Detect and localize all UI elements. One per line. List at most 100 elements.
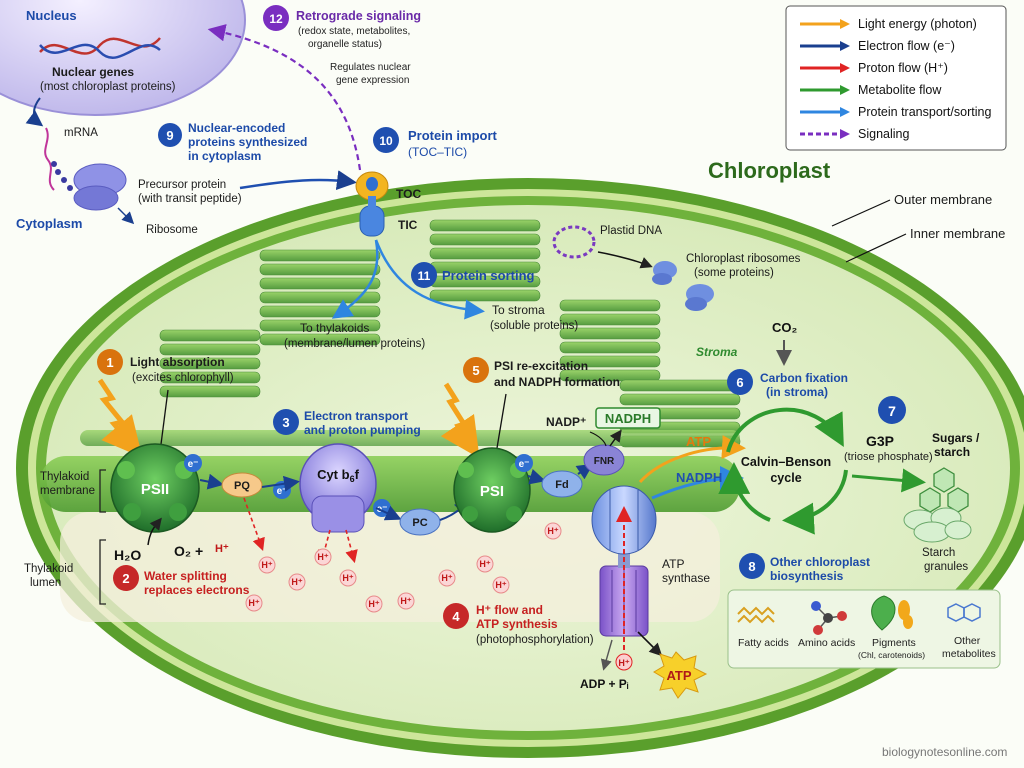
outer-membrane-label: Outer membrane [894,192,992,207]
amino-acid-icon [811,601,847,635]
step-3-title: Electron transport [304,409,408,423]
step-3-badge [273,409,299,435]
other-metabolites-icon [947,603,981,622]
mrna-label: mRNA [64,127,98,139]
mrna-strand [44,127,55,191]
sugar-hexagon-icon [919,467,969,513]
legend-item: Proton flow (H⁺) [800,61,948,75]
step-10-badge [373,127,399,153]
pc-label: PC [412,517,427,529]
h2o-label: H₂O [114,547,141,563]
legend-item-label: Protein transport/sorting [858,105,991,119]
proton: H⁺ [476,555,494,573]
svg-text:H⁺: H⁺ [547,526,558,536]
step-2-title: Water splitting [144,569,227,583]
legend-item: Light energy (photon) [800,17,977,31]
svg-text:H⁺: H⁺ [368,599,379,609]
atp-burst-icon [653,651,708,699]
precursor-to-toc-arrow [239,170,357,191]
plastid-dna-group: Plastid DNA Chloroplast ribosomes (some … [552,225,801,311]
svg-text:7: 7 [888,403,896,419]
cytoplasm-title: Cytoplasm [16,216,82,231]
svg-text:(soluble proteins): (soluble proteins) [490,320,578,332]
o2-label: O₂ + [174,543,203,559]
proton: H⁺ [365,595,383,613]
step-6-badge [727,369,753,395]
step-1-badge [97,349,123,375]
plastid-dna-label: Plastid DNA [600,225,662,237]
svg-text:2: 2 [122,571,129,586]
step-12-title: Retrograde signaling [296,9,421,23]
svg-text:organelle status): organelle status) [308,39,382,50]
step-11-title: Protein sorting [442,268,535,283]
proton: H⁺ [314,548,332,566]
svg-text:membrane: membrane [40,485,95,497]
fatty-acids-label: Fatty acids [738,637,789,649]
fnr-enzyme [583,444,625,476]
legend-item: Signaling [800,127,909,141]
chloroplast-ribosomes-sub: (some proteins) [694,267,774,279]
svg-text:H⁺: H⁺ [400,596,411,606]
svg-text:H⁺: H⁺ [441,573,452,583]
svg-text:9: 9 [166,128,173,143]
thylakoid-lumen-label: Thylakoid [24,563,73,575]
svg-text:3: 3 [282,415,289,430]
svg-text:in cytoplasm: in cytoplasm [188,149,261,163]
biosynthesis-box [727,589,1001,669]
step-9-badge [158,123,182,147]
chloroplast-title: Chloroplast [708,158,831,183]
electron-badge-1 [184,454,202,472]
proton: H⁺ [492,576,510,594]
svg-text:granules: granules [924,561,968,573]
svg-text:H⁺: H⁺ [479,559,490,569]
svg-text:H⁺: H⁺ [261,560,272,570]
nuclear-genes-sub: (most chloroplast proteins) [40,81,176,93]
proton: H⁺ [397,592,415,610]
nadph-box [595,407,661,429]
legend: Light energy (photon) Electron flow (e⁻) P… [785,5,1007,151]
photon-icon-2 [440,382,480,459]
tic-label: TIC [398,218,418,232]
fnr-label: FNR [594,456,615,467]
legend-item-label: Signaling [858,127,909,141]
amino-acids-label: Amino acids [798,637,855,649]
thylakoid [40,456,740,622]
starch-granules-icon [903,507,972,543]
ribosome-label: Ribosome [146,224,198,236]
legend-item: Metabolite flow [800,83,942,97]
atp-input-label: ATP [686,434,711,449]
svg-text:(Chl, carotenoids): (Chl, carotenoids) [858,650,925,660]
step-12-badge [263,5,289,31]
svg-text:cycle: cycle [770,471,801,485]
step-10-title: Protein import [408,128,498,143]
svg-text:and proton pumping: and proton pumping [304,423,421,437]
pc-carrier [399,508,441,536]
cytoplasm-translation: mRNA Cytoplasm Ribosome Precursor protei… [16,127,357,236]
toc-label: TOC [396,187,421,201]
svg-text:10: 10 [379,134,393,148]
svg-text:6: 6 [736,375,743,390]
retrograde-signal-arrow [207,24,362,171]
legend-item-label: Electron flow (e⁻) [858,39,955,53]
svg-text:(in stroma): (in stroma) [766,385,828,399]
step-4-badge [443,603,469,629]
svg-text:H⁺: H⁺ [495,580,506,590]
svg-text:e⁻: e⁻ [519,459,530,470]
svg-text:starch: starch [934,445,970,459]
svg-text:metabolites: metabolites [942,648,996,660]
to-thylakoids-label: To thylakoids [300,321,369,335]
plastid-dna-icon [552,225,596,259]
adp-pi-label: ADP + Pᵢ [580,677,629,691]
nuclear-genes-label: Nuclear genes [52,65,134,79]
sort-arrow-stroma [374,239,485,320]
proton: H⁺ [288,573,306,591]
pigment-leaf-icon [871,595,913,631]
step-7-badge [878,396,906,424]
proton: H⁺ [438,569,456,587]
protein-import: 9 Nuclear-encoded proteins synthesized i… [158,5,578,350]
hplus-free: H⁺ [215,543,229,555]
chloroplast-ribosome-icon [652,261,714,311]
thylakoid-membrane-label: Thylakoid [40,471,89,483]
svg-text:replaces electrons: replaces electrons [144,583,250,597]
